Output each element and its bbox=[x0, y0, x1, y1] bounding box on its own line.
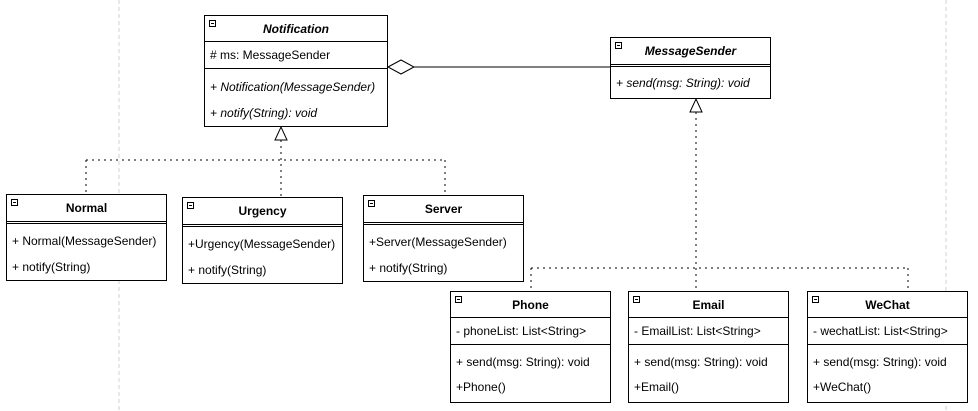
attribute-row: - EmailList: List<String> bbox=[634, 324, 761, 338]
operation-row: +Phone() bbox=[456, 380, 506, 394]
operation-row: +Email() bbox=[634, 380, 680, 394]
collapse-icon[interactable] bbox=[11, 199, 18, 206]
operation-row: + Notification(MessageSender) bbox=[210, 80, 376, 94]
attributes-compartment: - EmailList: List<String> bbox=[629, 318, 788, 345]
class-notification[interactable]: Notification # ms: MessageSender + Notif… bbox=[204, 15, 388, 127]
operation-row: + notify(String) bbox=[369, 261, 448, 275]
attributes-compartment: - phoneList: List<String> bbox=[451, 318, 610, 345]
collapse-icon[interactable] bbox=[615, 42, 622, 49]
operations-compartment: +Urgency(MessageSender) + notify(String) bbox=[183, 227, 342, 283]
class-phone[interactable]: Phone - phoneList: List<String> + send(m… bbox=[450, 291, 611, 403]
attributes-compartment: - wechatList: List<String> bbox=[808, 318, 967, 345]
aggregation-diamond bbox=[386, 59, 416, 75]
class-name: Notification bbox=[263, 22, 329, 36]
collapse-icon[interactable] bbox=[812, 296, 819, 303]
collapse-icon[interactable] bbox=[187, 202, 194, 209]
operation-row: + notify(String) bbox=[188, 263, 267, 277]
realization-edges-notification bbox=[85, 125, 446, 197]
class-server[interactable]: Server +Server(MessageSender) + notify(S… bbox=[363, 195, 524, 282]
operations-compartment: + send(msg: String): void bbox=[611, 67, 770, 95]
operations-compartment: + send(msg: String): void +Email() bbox=[629, 345, 788, 400]
collapse-icon[interactable] bbox=[209, 20, 216, 27]
operation-row: +Server(MessageSender) bbox=[369, 235, 507, 249]
class-name: Email bbox=[692, 298, 725, 312]
attribute-row: - phoneList: List<String> bbox=[456, 324, 587, 338]
realization-edges-message-sender bbox=[530, 97, 909, 291]
attribute-row: - wechatList: List<String> bbox=[813, 324, 948, 338]
operation-row: + send(msg: String): void bbox=[813, 355, 947, 369]
operation-row: + send(msg: String): void bbox=[456, 355, 590, 369]
operation-row: +WeChat() bbox=[813, 380, 872, 394]
operation-row: + notify(String) bbox=[12, 260, 91, 274]
collapse-icon[interactable] bbox=[455, 296, 462, 303]
operations-compartment: + send(msg: String): void +Phone() bbox=[451, 345, 610, 400]
class-name: Normal bbox=[65, 201, 108, 215]
class-name: Urgency bbox=[238, 204, 287, 218]
class-name: MessageSender bbox=[644, 44, 737, 58]
operation-row: + Normal(MessageSender) bbox=[12, 234, 157, 248]
class-message-sender[interactable]: MessageSender + send(msg: String): void bbox=[610, 37, 771, 99]
realization-arrowhead-notification bbox=[274, 125, 288, 141]
operation-row: + send(msg: String): void bbox=[634, 355, 768, 369]
collapse-icon[interactable] bbox=[368, 200, 375, 207]
operations-compartment: + Normal(MessageSender) + notify(String) bbox=[7, 224, 166, 280]
attribute-row: # ms: MessageSender bbox=[210, 48, 331, 62]
operation-row: + send(msg: String): void bbox=[616, 76, 750, 90]
class-name: Phone bbox=[512, 298, 549, 312]
operation-row: +Urgency(MessageSender) bbox=[188, 237, 336, 251]
operations-compartment: + Notification(MessageSender) + notify(S… bbox=[205, 69, 387, 126]
realization-arrowhead-message-sender bbox=[689, 97, 703, 113]
class-wechat[interactable]: WeChat - wechatList: List<String> + send… bbox=[807, 291, 968, 403]
class-name: WeChat bbox=[865, 298, 910, 312]
operations-compartment: +Server(MessageSender) + notify(String) bbox=[364, 225, 523, 281]
collapse-icon[interactable] bbox=[633, 296, 640, 303]
aggregation-edge bbox=[386, 59, 610, 75]
class-normal[interactable]: Normal + Normal(MessageSender) + notify(… bbox=[6, 194, 167, 281]
class-name: Server bbox=[424, 202, 463, 216]
operation-row: + notify(String): void bbox=[210, 106, 318, 120]
class-urgency[interactable]: Urgency +Urgency(MessageSender) + notify… bbox=[182, 197, 343, 284]
attributes-compartment: # ms: MessageSender bbox=[205, 42, 387, 69]
operations-compartment: + send(msg: String): void +WeChat() bbox=[808, 345, 967, 400]
class-email[interactable]: Email - EmailList: List<String> + send(m… bbox=[628, 291, 789, 403]
